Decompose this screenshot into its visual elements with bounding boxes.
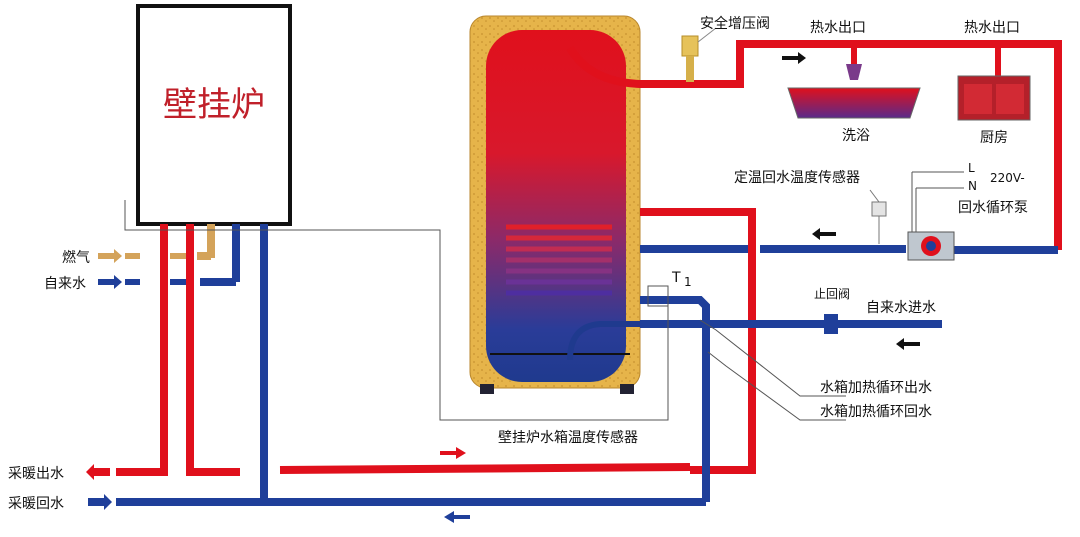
kitchen-label: 厨房 xyxy=(980,130,1008,146)
bath-label: 洗浴 xyxy=(842,128,870,144)
heating-return-arrow-icon xyxy=(88,494,112,510)
heating-return-label: 采暖回水 xyxy=(8,496,64,512)
gas-arrow-icon xyxy=(98,249,122,263)
wall-boiler: 壁挂炉 xyxy=(136,4,292,226)
safety-valve-label: 安全增压阀 xyxy=(700,15,770,32)
return-temp-sensor-label: 定温回水温度传感器 xyxy=(734,169,860,186)
bath-fixture xyxy=(787,64,921,119)
heating-supply-label: 采暖出水 xyxy=(8,466,64,482)
cold-inlet-line xyxy=(640,314,942,350)
heating-coil xyxy=(506,213,612,296)
coil-supply-pipe xyxy=(640,208,756,474)
heating-main-lines xyxy=(116,463,706,506)
return-flow-arrow-icon xyxy=(812,228,836,240)
return-temp-sensor-icon xyxy=(869,189,887,244)
return-pump-icon xyxy=(907,171,964,261)
pump-label: 回水循环泵 xyxy=(958,200,1028,216)
power-L-label: L xyxy=(968,161,975,175)
leader-lines xyxy=(124,200,846,421)
hot-flow-arrow-icon xyxy=(782,52,806,64)
flow-arrow-left-icon xyxy=(444,511,470,523)
tap-water-arrow-icon xyxy=(98,275,122,289)
cold-inlet-arrow-icon xyxy=(896,338,920,350)
boiler-title: 壁挂炉 xyxy=(163,85,265,125)
gas-label: 燃气 xyxy=(62,249,90,266)
boiler-pipes xyxy=(125,224,268,502)
voltage-label: 220V- xyxy=(990,171,1025,185)
cold-inlet-valve-label: 止回阀 xyxy=(814,287,850,301)
cold-inlet-label: 自来水进水 xyxy=(866,300,936,316)
storage-tank xyxy=(469,15,641,394)
heating-supply-arrow-icon xyxy=(86,464,110,480)
tank-sensor-sub: 1 xyxy=(684,275,692,289)
hot-water-outlet-label-1: 热水出口 xyxy=(810,20,866,36)
flow-arrow-right-icon xyxy=(440,447,466,459)
heat-loop-return-label: 水箱加热循环回水 xyxy=(820,404,932,420)
safety-valve-icon xyxy=(681,27,717,82)
tap-water-label: 自来水 xyxy=(44,276,86,292)
hot-water-outlet-label-2: 热水出口 xyxy=(964,20,1020,36)
kitchen-sink xyxy=(957,75,1031,121)
heat-loop-out-label: 水箱加热循环出水 xyxy=(820,380,932,396)
tank-sensor-label: T xyxy=(671,270,681,286)
boiler-tank-sensor-label: 壁挂炉水箱温度传感器 xyxy=(498,429,638,446)
coil-return-pipe xyxy=(640,296,710,502)
power-N-label: N xyxy=(968,179,977,193)
hot-water-pipes xyxy=(566,40,1062,254)
inlet-dip-tube xyxy=(567,321,640,361)
return-circulation-line xyxy=(640,228,906,253)
